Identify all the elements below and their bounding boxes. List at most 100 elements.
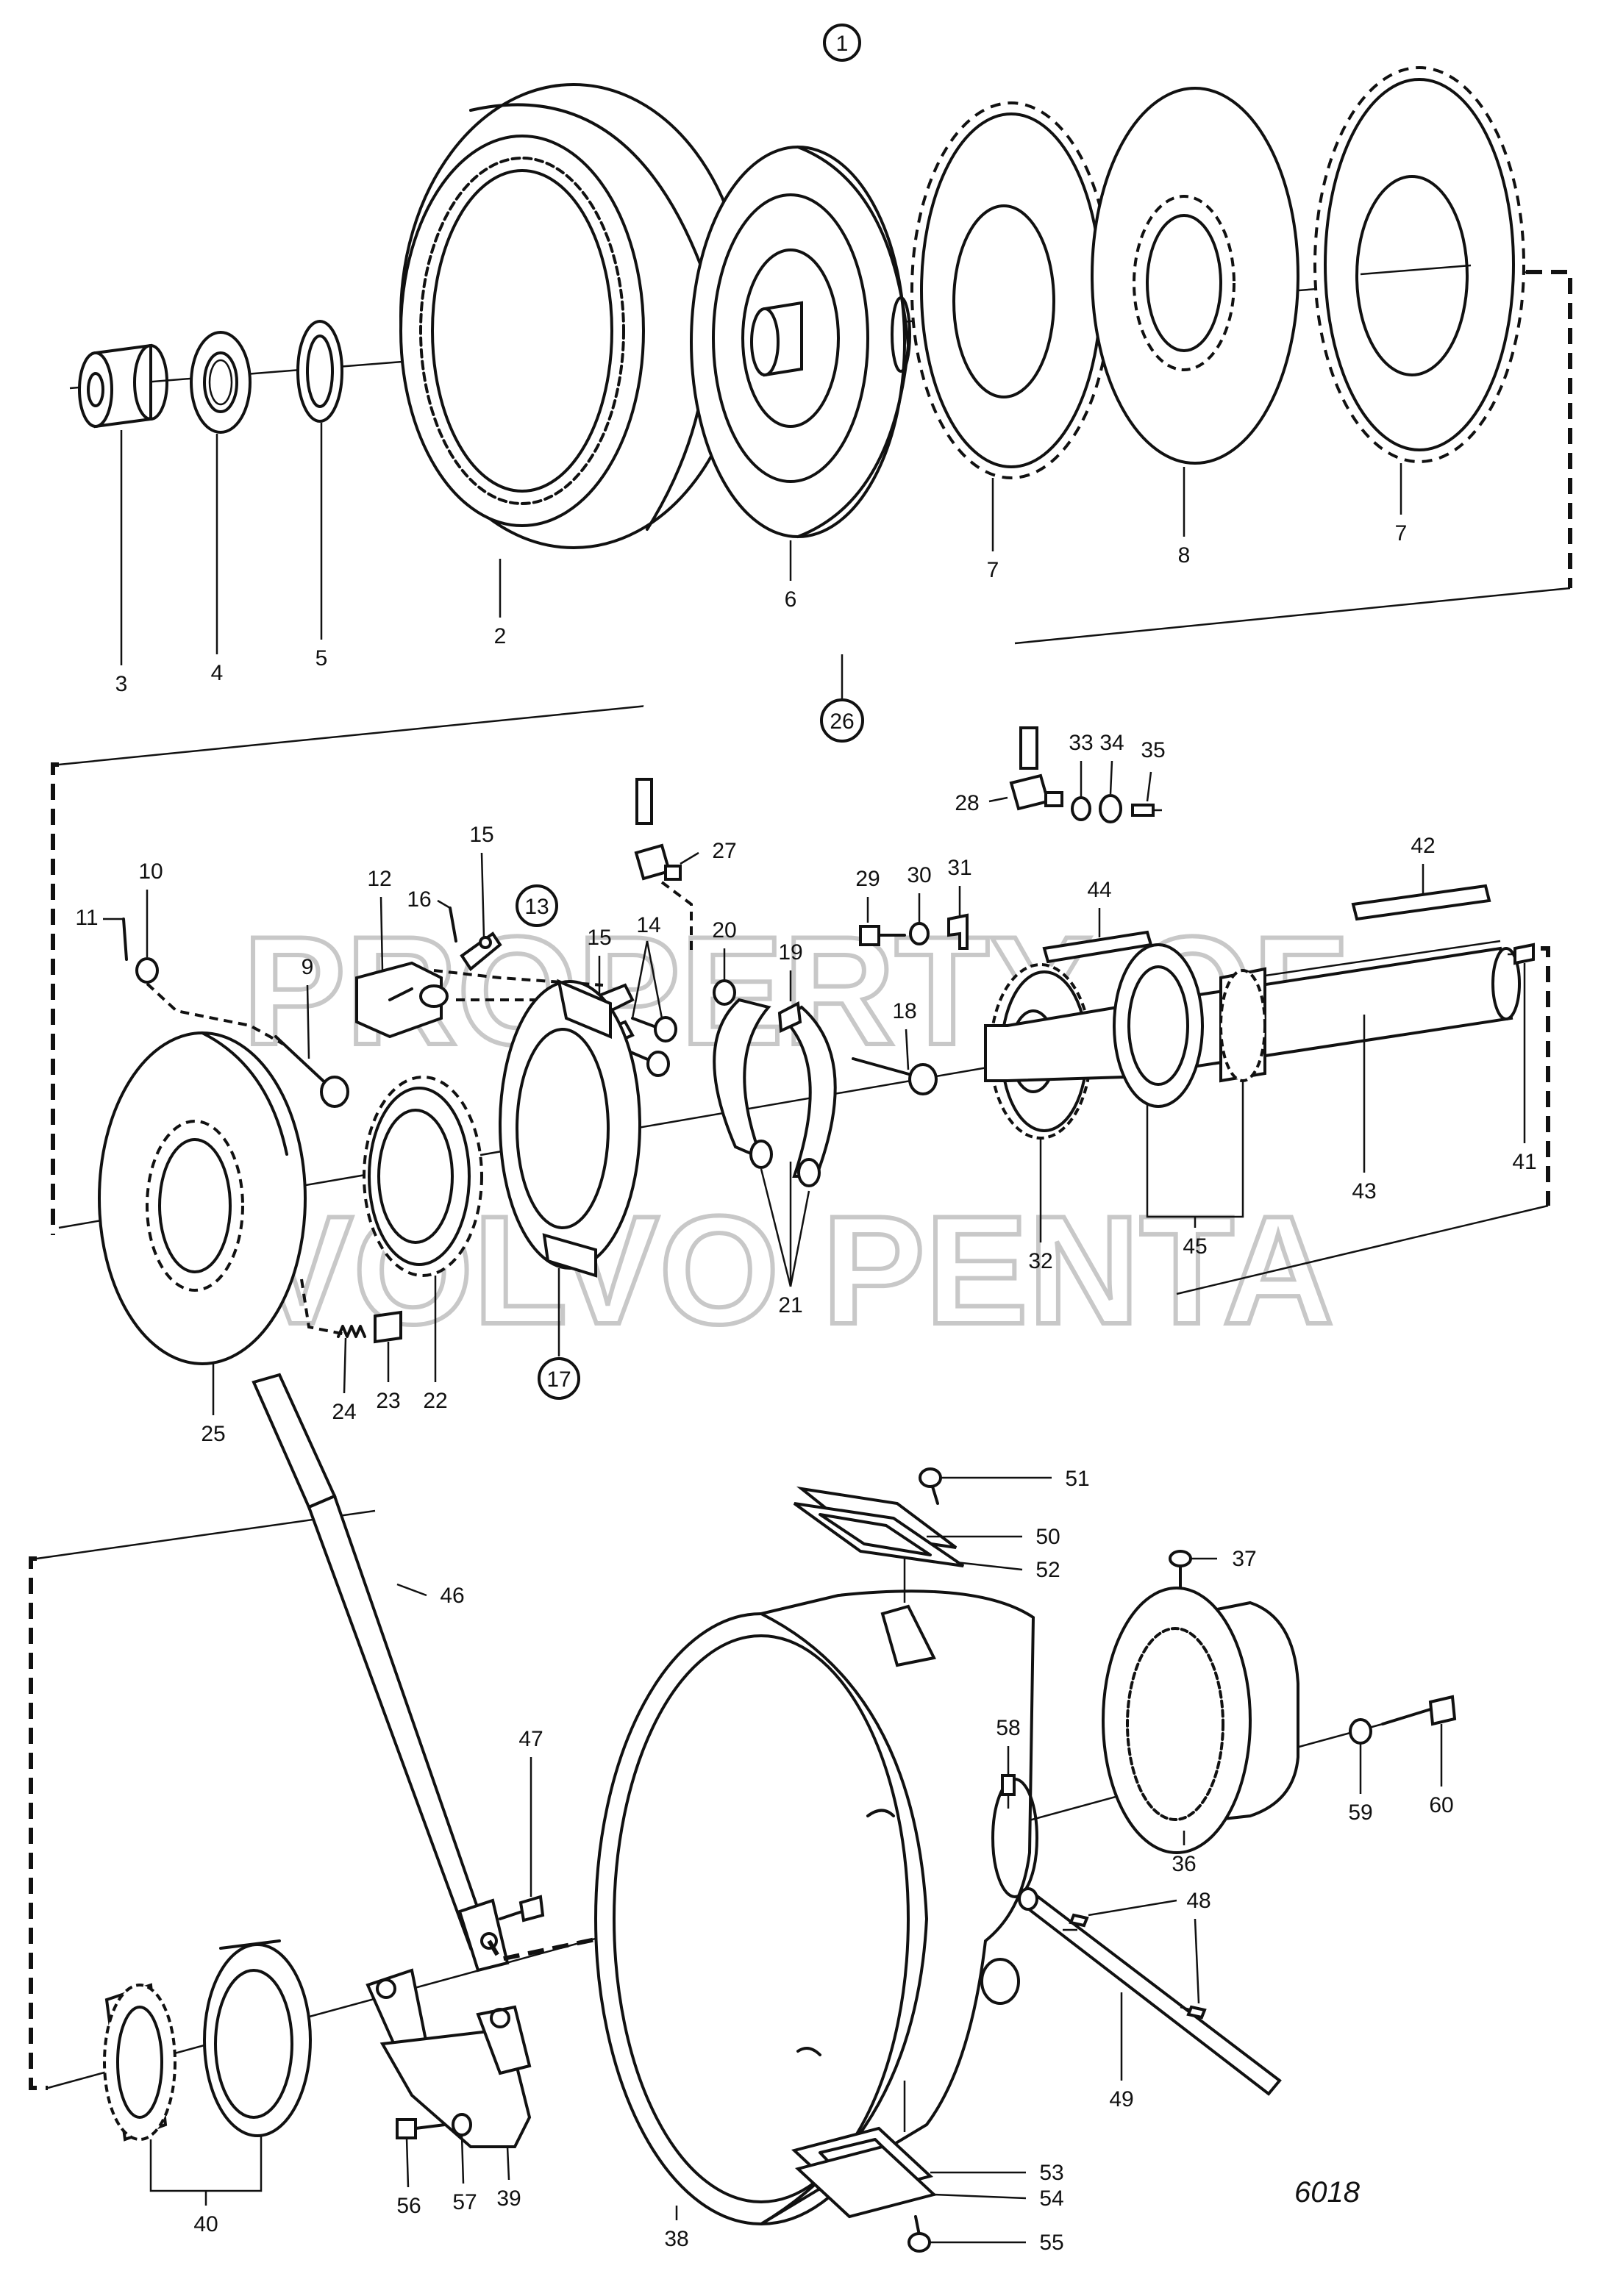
- label-part-5: 5: [315, 646, 328, 670]
- label-part-38: 38: [664, 2227, 688, 2251]
- label-part-54: 54: [1039, 2186, 1063, 2211]
- label-part-31: 31: [947, 856, 971, 880]
- label-part-7-a: 7: [987, 558, 999, 582]
- label-part-15-a: 15: [469, 823, 493, 847]
- row-2-callouts: 26 28 33 34 35 27 10 11 9 12 16 15 13: [75, 654, 1537, 1446]
- label-part-7-b: 7: [1395, 521, 1408, 546]
- label-part-4: 4: [211, 661, 224, 685]
- label-part-37: 37: [1232, 1547, 1256, 1571]
- part-11-pin: [122, 918, 128, 961]
- label-part-25: 25: [201, 1422, 225, 1446]
- part-17-shift-ring: [499, 979, 641, 1278]
- part-7-toothed-disc-b: [1313, 66, 1525, 463]
- part-45-taper-bearing: [1113, 943, 1266, 1108]
- part-55-screw: [908, 2215, 931, 2253]
- part-47-bolt: [499, 1895, 545, 1923]
- row-1-assembly: 3 4 5 2 6 7 8 7: [69, 66, 1530, 696]
- label-part-14: 14: [636, 913, 660, 937]
- part-10-nut: [135, 957, 159, 984]
- part-34-nut: [1099, 794, 1122, 823]
- label-part-43: 43: [1352, 1179, 1376, 1204]
- label-part-13: 13: [524, 895, 549, 919]
- part-35-screw: [1131, 804, 1162, 817]
- part-36-bearing-housing: [1102, 1587, 1299, 1854]
- part-42-key: [1351, 884, 1491, 921]
- label-part-56: 56: [396, 2194, 421, 2218]
- part-14-bolts: [627, 1016, 677, 1077]
- label-part-57: 57: [452, 2190, 477, 2214]
- label-part-60: 60: [1429, 1793, 1453, 1817]
- label-part-50: 50: [1035, 1525, 1060, 1549]
- part-19-clip: [777, 1001, 802, 1034]
- label-part-15-b: 15: [587, 926, 611, 950]
- figure-reference: 6018: [1294, 2176, 1361, 2209]
- label-part-11: 11: [75, 906, 98, 930]
- label-part-28: 28: [955, 791, 979, 815]
- label-part-23: 23: [376, 1389, 400, 1413]
- label-part-3: 3: [115, 672, 128, 696]
- part-31-bracket: [947, 913, 969, 950]
- label-part-32: 32: [1028, 1249, 1052, 1273]
- part-26-oil-hose: [635, 644, 1038, 825]
- part-15-link-a: [460, 931, 502, 971]
- part-51-screw: [919, 1467, 942, 1505]
- part-24-spring: [337, 1325, 366, 1338]
- part-44-key: [1042, 930, 1153, 964]
- part-29-bolt: [859, 925, 906, 946]
- part-56-bolt: [396, 2118, 446, 2139]
- label-part-36: 36: [1172, 1852, 1196, 1876]
- label-part-47: 47: [518, 1727, 543, 1751]
- label-part-53: 53: [1039, 2161, 1063, 2185]
- part-2-ring-gear: [399, 83, 748, 549]
- label-part-19: 19: [778, 940, 802, 965]
- part-49-shift-shaft: [1018, 1887, 1282, 2096]
- row-1-callouts: 3 4 5 2 6 7 8 7: [115, 423, 1408, 696]
- part-23-plug: [374, 1310, 402, 1344]
- label-part-6: 6: [785, 587, 797, 612]
- label-part-46: 46: [440, 1584, 464, 1608]
- label-part-29: 29: [855, 867, 880, 891]
- part-9-bolt: [274, 1035, 349, 1108]
- part-16-pin: [449, 906, 457, 943]
- row-3-assembly: 51 50 52 37 46 47 58 36 59 60 48 49: [47, 1373, 1457, 2255]
- part-33-washer: [1071, 796, 1091, 821]
- label-part-18: 18: [892, 999, 916, 1023]
- header-marker-circle: [823, 24, 861, 62]
- label-part-51: 51: [1065, 1467, 1089, 1491]
- part-30-washer: [909, 922, 930, 945]
- part-20-nut: [713, 979, 736, 1006]
- label-part-30: 30: [907, 863, 931, 887]
- label-part-20: 20: [712, 918, 736, 943]
- label-part-52: 52: [1035, 1558, 1060, 1582]
- part-40-taper-bearing: [103, 1939, 312, 2142]
- part-39-shift-fork: [366, 1968, 532, 2148]
- part-6-clutch-cone: [690, 146, 911, 538]
- part-5-lock-washer: [296, 320, 343, 423]
- part-28-fitting: [1009, 773, 1063, 811]
- part-41-plug: [1508, 943, 1535, 965]
- part-59-washer: [1349, 1718, 1372, 1745]
- label-part-58: 58: [996, 1716, 1020, 1740]
- part-46-shift-lever: [252, 1373, 510, 1973]
- part-57-washer: [452, 2113, 472, 2136]
- part-48-keys: [1069, 1913, 1207, 2020]
- row-3-callouts: 51 50 52 37 46 47 58 36 59 60 48 49: [149, 1467, 1454, 2255]
- label-part-33: 33: [1069, 731, 1093, 755]
- part-7-toothed-disc-a: [910, 101, 1112, 479]
- label-part-55: 55: [1039, 2231, 1063, 2255]
- header-marker-label: 1: [836, 32, 849, 56]
- label-part-41: 41: [1512, 1150, 1536, 1174]
- label-part-44: 44: [1087, 878, 1111, 902]
- part-12-lever-block: [355, 961, 449, 1039]
- part-37-screw: [1169, 1550, 1192, 1588]
- lever-dashed-path: [146, 982, 284, 1045]
- part-52-gasket: [793, 1502, 965, 1567]
- row-1-axis-front: [1360, 264, 1472, 276]
- label-part-2: 2: [494, 624, 507, 648]
- part-8-friction-disc: [1091, 87, 1299, 465]
- connector-row-1-to-2: [51, 270, 1572, 1235]
- part-38-bell-housing: [594, 1589, 1038, 2225]
- label-part-35: 35: [1141, 738, 1165, 762]
- part-25-friction-disc: [98, 1031, 307, 1365]
